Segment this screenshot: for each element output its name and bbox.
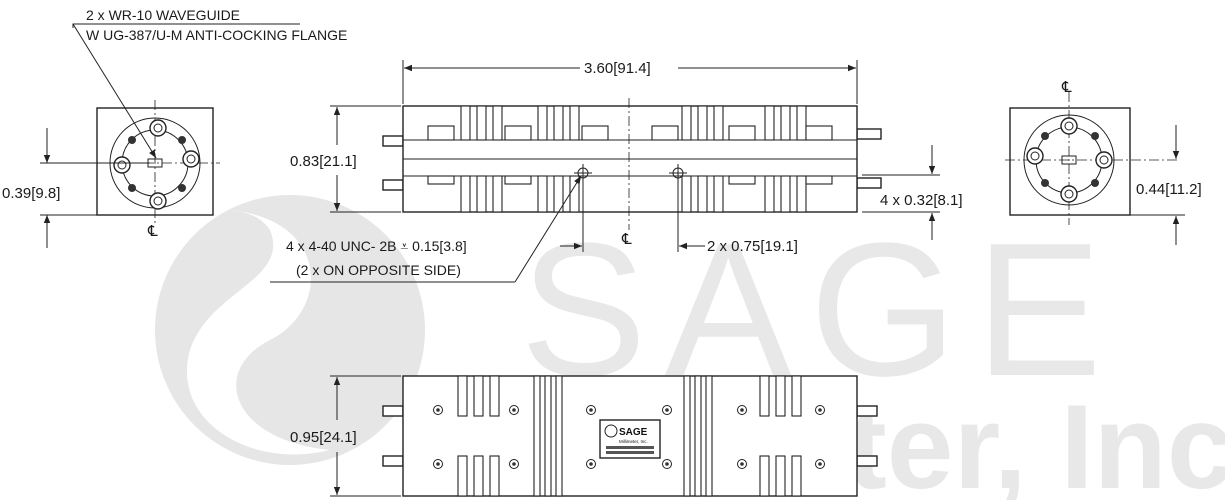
note-tapped-line1: 4 x 4-40 UNC- 2B ⩡ 0.15[3.8] [286,238,467,254]
sage-swirl-logo-icon [155,195,425,465]
centerline-symbol-side: ℄ [621,231,632,248]
waveguide-callout: 2 x WR-10 WAVEGUIDE W UG-387/U-M ANTI-CO… [72,7,347,159]
top-fins [460,105,807,141]
dim-hole-spacing: 2 x 0.75[19.1] [707,238,798,255]
top-view: SAGE Millimeter, Inc. 0.95[24.1] [290,375,878,497]
flange-bolt-icon [113,119,200,210]
tapped-hole-callout: 4 x 4-40 UNC- 2B ⩡ 0.15[3.8] (2 x ON OPP… [270,175,582,283]
tapped-hole-icon [574,164,687,182]
dim-hole-offset: 4 x 0.32[8.1] [880,192,963,209]
screw-icon [433,405,825,469]
right-end-view: ℄ 0.44[11.2] [1005,79,1202,245]
nameplate-company: Millimeter, Inc. [619,439,648,444]
dim-right-offset: 0.44[11.2] [1136,181,1202,198]
note-waveguide-line2: W UG-387/U-M ANTI-COCKING FLANGE [86,27,347,43]
left-end-view: ℄ 0.39[9.8] [2,100,220,248]
centerline-symbol: ℄ [147,223,158,240]
dim-overall-length: 3.60[91.4] [584,60,651,77]
centerline-symbol-right: ℄ [1061,79,1072,96]
dim-left-offset: 0.39[9.8] [2,185,60,202]
nameplate-brand: SAGE [619,427,648,438]
nameplate-label: SAGE Millimeter, Inc. [599,419,661,459]
screw-head-icon [427,125,833,141]
note-waveguide-line1: 2 x WR-10 WAVEGUIDE [86,7,240,23]
dim-height-side: 0.83[21.1] [290,153,357,170]
flange-bolt-icon [1026,117,1113,203]
dim-height-top: 0.95[24.1] [290,429,357,446]
note-tapped-line2: (2 x ON OPPOSITE SIDE) [296,262,461,278]
bottom-fins [427,175,833,213]
side-view: ℄ 3.60[91.4] 0.83[21.1] 4 x 0.32[8.1] [290,60,963,255]
